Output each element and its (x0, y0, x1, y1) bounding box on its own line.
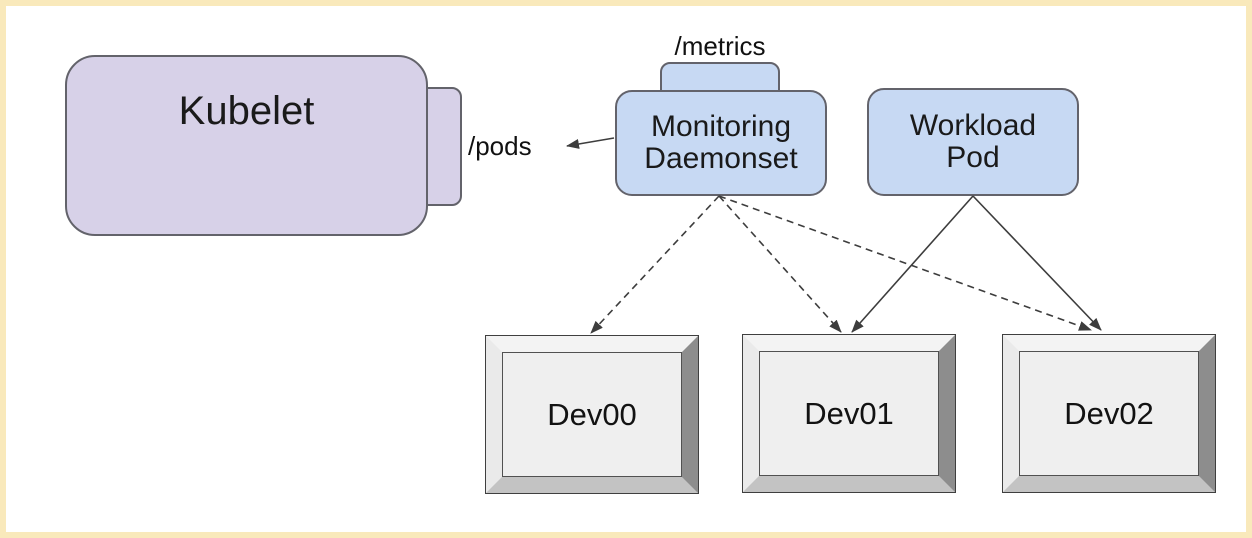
workload-pod-label: Workload Pod (909, 109, 1037, 174)
edge-workload-pod-to-dev02 (972, 195, 1102, 331)
metrics-endpoint-label: /metrics (674, 31, 766, 61)
edge-monitoring-daemonset-to-kubelet-pods-endpoint (566, 137, 615, 149)
edge-monitoring-daemonset-to-dev00 (590, 195, 720, 334)
device-dev01-face: Dev01 (759, 351, 939, 476)
edge-monitoring-daemonset-to-dev01 (718, 195, 842, 333)
device-dev00-face: Dev00 (502, 352, 682, 477)
device-dev00: Dev00 (486, 336, 698, 493)
monitoring-daemonset-node: Monitoring Daemonset (615, 90, 827, 196)
dev02-label: Dev02 (1064, 395, 1154, 431)
monitoring-daemonset-label: Monitoring Daemonset (644, 110, 798, 175)
kubelet-label: Kubelet (178, 89, 315, 133)
device-dev02: Dev02 (1003, 335, 1215, 492)
workload-pod-node: Workload Pod (867, 88, 1079, 196)
device-dev01: Dev01 (743, 335, 955, 492)
device-dev02-face: Dev02 (1019, 351, 1199, 476)
kubelet-node: Kubelet (65, 55, 428, 236)
edge-workload-pod-to-dev01 (851, 195, 974, 333)
edge-monitoring-daemonset-to-dev02 (718, 195, 1092, 331)
dev01-label: Dev01 (804, 395, 894, 431)
dev00-label: Dev00 (547, 396, 637, 432)
pods-endpoint-label: /pods (468, 131, 532, 161)
